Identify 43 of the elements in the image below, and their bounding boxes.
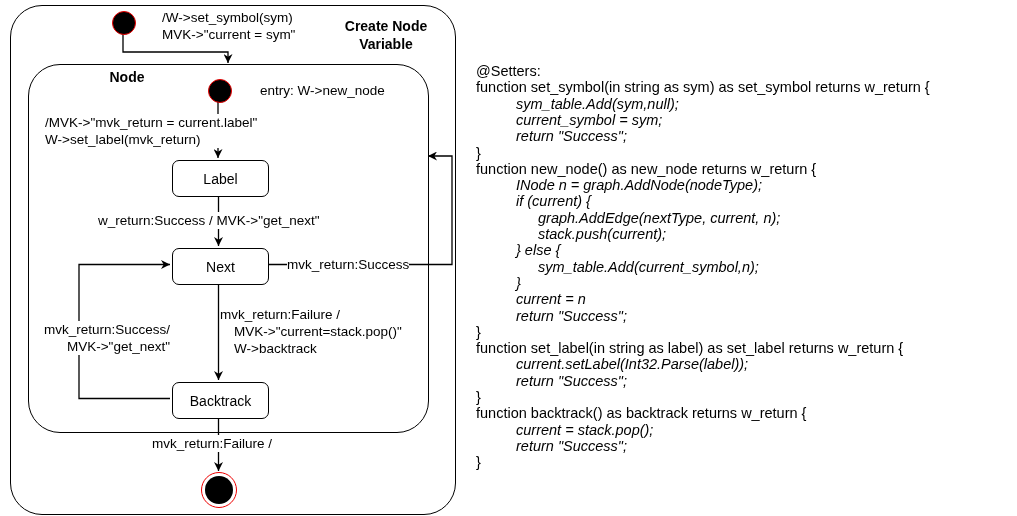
arrow <box>213 100 223 159</box>
code-line: function new_node() as new_node returns w_return { <box>476 160 817 178</box>
code-line: sym_table.Add(current_symbol,n); <box>538 258 759 275</box>
state-title: Create Node Variable <box>343 17 429 53</box>
code-line: return "Success"; <box>516 372 628 389</box>
code-line: function backtrack() as backtrack returns w_return { <box>476 405 807 422</box>
initial-state-dot <box>208 79 232 103</box>
code-line: return "Success"; <box>516 128 628 145</box>
code-line: graph.AddEdge(nextType, current, n); <box>538 209 781 226</box>
code-line: stack.push(current); <box>538 226 667 243</box>
arrow <box>214 282 223 381</box>
code-line: function set_label(in string as label) as set_label returns w_return { <box>476 340 904 357</box>
code-line: } <box>476 389 481 406</box>
edge-label: mvk_return:Failure / MVK->"current=stack.pop()" W->backtrack <box>220 306 403 357</box>
code-line: current.setLabel(Int32.Parse(label)); <box>516 356 749 373</box>
code-line: if (current) { <box>516 193 591 210</box>
arrow <box>214 194 223 247</box>
code-line: } <box>516 274 521 292</box>
code-line: } <box>476 323 481 341</box>
state-box: Next <box>172 248 269 285</box>
edge-label: mvk_return:Failure / <box>152 435 273 452</box>
code-line: } <box>476 144 481 161</box>
arrow <box>122 33 233 64</box>
edge-label: /W->set_symbol(sym) MVK->"current = sym" <box>162 9 297 43</box>
code-line: INode n = graph.AddNode(nodeType); <box>516 177 762 194</box>
code-line: @Setters: <box>476 63 541 80</box>
code-line: sym_table.Add(sym,null); <box>516 95 679 112</box>
code-line: current = n <box>516 291 586 308</box>
arrow <box>78 260 171 400</box>
arrow <box>266 151 453 266</box>
code-line: return "Success"; <box>516 307 628 324</box>
code-line: current = stack.pop(); <box>516 421 654 438</box>
code-line: return "Success"; <box>516 437 628 455</box>
arrow <box>214 416 223 472</box>
state-box: Label <box>172 160 269 197</box>
state-title: Node <box>108 68 146 86</box>
code-line: current_symbol = sym; <box>516 111 663 129</box>
code-line: } else { <box>516 242 561 259</box>
code-line: function set_symbol(in string as sym) as set_symbol returns w_return { <box>476 79 930 96</box>
entry-action: entry: W->new_node <box>260 82 386 100</box>
initial-state-dot <box>112 11 136 35</box>
code-line: } <box>476 454 481 471</box>
state-box: Backtrack <box>172 382 269 419</box>
